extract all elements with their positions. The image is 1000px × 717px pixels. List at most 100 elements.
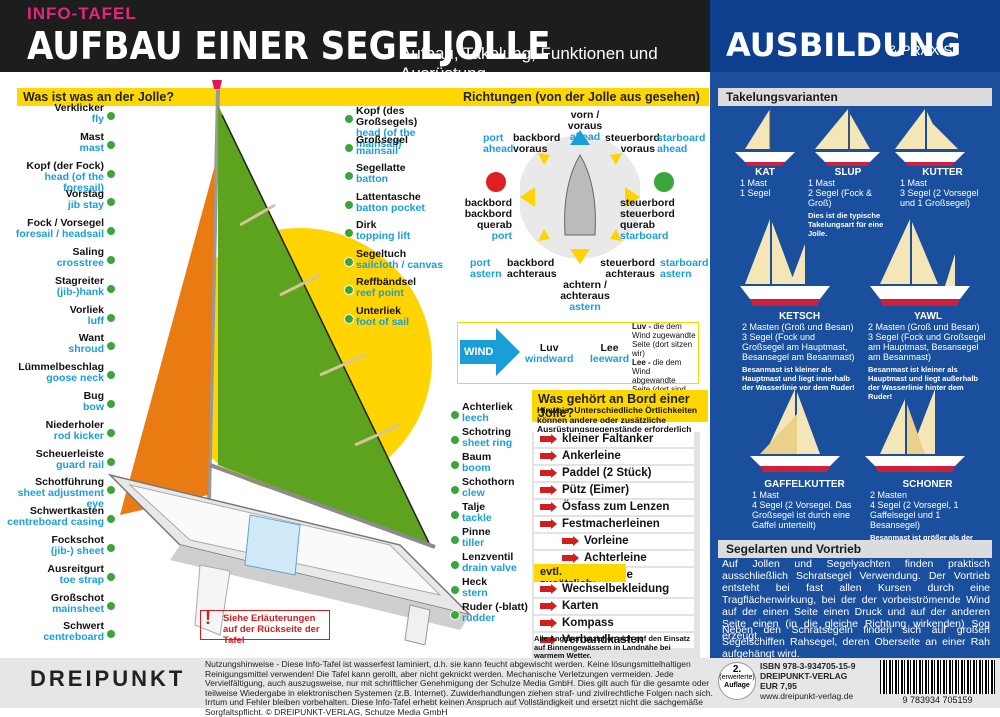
marker-dot-icon (106, 571, 116, 582)
marker-dot-icon (106, 168, 116, 179)
part-name-de: Fockschot (51, 534, 104, 546)
marker-dot-icon (450, 510, 460, 520)
part-name-de: Baum (462, 451, 492, 463)
part-name-de: Lattentasche (356, 190, 421, 203)
segelarten-text-2: Neben den Schratsegeln finden sich auf g… (722, 624, 990, 660)
part-name-en: sailcloth / canvas (356, 258, 443, 271)
part-name-de: Bug (83, 390, 104, 402)
equipment-item: Pütz (Eimer) (534, 483, 694, 498)
part-name-en: luff (87, 314, 104, 327)
header-bar: INFO-TAFEL AUFBAU EINER SEGELJOLLE Aufba… (0, 0, 710, 83)
part-name-de: Vorstag (65, 188, 104, 201)
marker-dot-icon (344, 171, 354, 181)
section-heading-bord: Was gehört an Bord einer Jolle? (532, 390, 708, 422)
marker-dot-icon (106, 283, 116, 294)
marker-dot-icon (450, 560, 460, 570)
marker-dot-icon (344, 199, 354, 210)
part-name-en: sheet adjustment eye (17, 487, 104, 511)
marker-dot-icon (344, 114, 354, 124)
part-name-de: Segellatte (356, 162, 406, 174)
part-name-en: centreboard (43, 631, 104, 644)
part-name-en: head (of the foresail) (44, 170, 105, 194)
note-box: ! Siehe Erläuterungen auf der Rückseite … (200, 609, 330, 646)
brand-logo: DREIPUNKT (30, 666, 186, 691)
marker-dot-icon (344, 256, 354, 267)
compass-diagram (520, 130, 640, 264)
part-name-en: drain valve (462, 562, 517, 574)
marker-dot-icon (450, 610, 460, 620)
part-label: Fockschot(jib-) sheet (6, 534, 116, 557)
part-name-en: tackle (462, 512, 492, 524)
part-name-en: crosstree (56, 257, 104, 269)
marker-dot-icon (450, 460, 460, 470)
marker-dot-icon (450, 485, 460, 495)
part-name-de: Schothorn (462, 476, 515, 488)
part-name-de: Niederholer (45, 418, 104, 431)
equipment-item: kleiner Faltanker (534, 432, 694, 447)
marker-dot-icon (106, 312, 116, 323)
dinghy-illustration (107, 80, 473, 645)
part-name-en: toe strap (59, 573, 104, 586)
part-name-de: Segeltuch (356, 247, 407, 260)
marker-dot-icon (106, 370, 116, 381)
part-name-en: bow (83, 401, 104, 413)
marker-dot-icon (106, 341, 116, 352)
part-name-en: clew (462, 487, 485, 499)
marker-dot-icon (450, 535, 460, 545)
part-name-de: Want (78, 332, 104, 345)
part-name-de: Schwert (63, 620, 104, 633)
part-name-en: leech (462, 412, 489, 424)
extra-item: Kompass (534, 616, 694, 631)
segelarten-heading: Segelarten und Vortrieb (718, 540, 992, 558)
segelarten-text-1: Auf Jollen und Segelyachten finden prakt… (722, 558, 990, 642)
part-name-de: Heck (462, 576, 488, 588)
part-label: Ruder (-blatt)rudder (450, 602, 532, 624)
part-name-de: Kopf (des Großsegels) (356, 105, 418, 128)
wind-label: WIND (464, 346, 494, 358)
marker-dot-icon (450, 410, 460, 420)
part-name-de: Großsegel (356, 133, 408, 146)
marker-dot-icon (450, 585, 460, 595)
equipment-item: Ankerleine (534, 449, 694, 464)
part-name-de: Pinne (462, 526, 491, 538)
marker-dot-icon (106, 399, 116, 409)
equipment-subitem: Achterleine (534, 551, 694, 566)
part-name-en: batton pocket (356, 201, 425, 214)
part-name-en: mainsheet (52, 602, 104, 615)
equipment-item: Festmacherleinen (534, 517, 694, 532)
part-name-en: sheet ring (462, 437, 513, 449)
equipment-item: Ösfass zum Lenzen (534, 500, 694, 515)
port-light-red (486, 172, 506, 192)
label-backbord-achteraus: backbord achteraus (507, 257, 557, 280)
marker-dot-icon (344, 285, 354, 295)
part-name-en: reef point (356, 287, 404, 299)
part-name-en: mainsail (356, 144, 399, 157)
series-header: AUSBILDUNG & PRAXIS (710, 0, 1000, 72)
part-name-de: Lümmelbeschlag (18, 361, 104, 374)
part-name-de: Reffbändsel (356, 276, 417, 288)
right-panel (710, 72, 1000, 658)
